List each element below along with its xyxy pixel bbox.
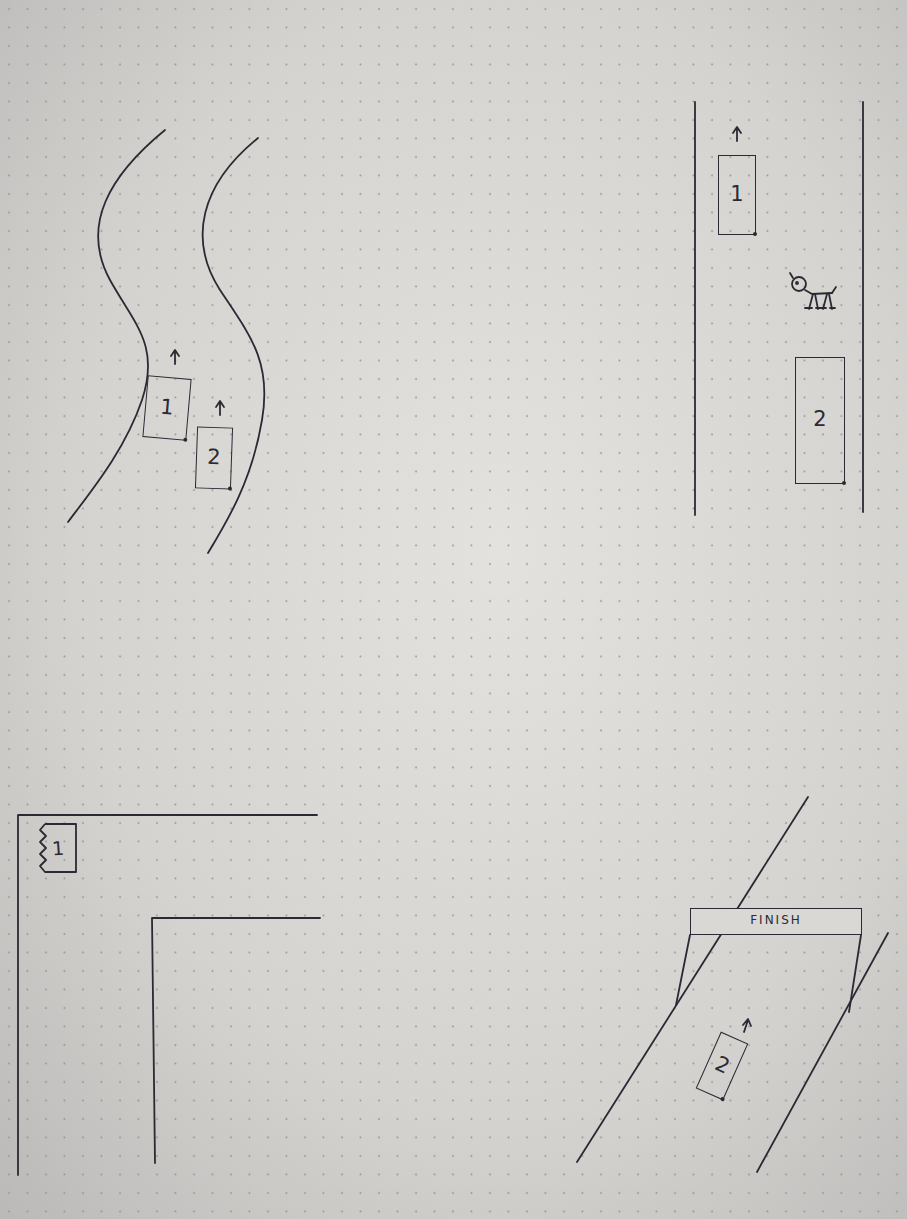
car-number: 2 — [711, 1053, 733, 1080]
wall-line — [152, 918, 320, 1163]
banner-text: FINISH — [750, 914, 802, 927]
car-number: 1 — [730, 183, 743, 206]
car-box: 2 — [195, 426, 233, 489]
car-box: 1 — [142, 375, 191, 441]
car-lamp — [842, 481, 846, 485]
road-edge — [694, 102, 696, 515]
banner-pole — [676, 935, 690, 1005]
car-number: 2 — [813, 408, 826, 431]
car-box: 2 — [696, 1032, 749, 1101]
road-edge — [577, 797, 808, 1162]
dog-figure — [790, 273, 836, 309]
direction-arrow — [743, 1019, 751, 1032]
car-box: 1 — [718, 155, 756, 235]
wall-line — [18, 815, 317, 1175]
road-edge — [862, 102, 864, 512]
crumpled-outline — [40, 824, 76, 872]
car-lamp — [753, 232, 757, 236]
car-box: 2 — [795, 357, 845, 484]
car-lamp — [228, 487, 232, 491]
crashed-car: 1 — [40, 824, 76, 872]
car-number: 1 — [51, 837, 65, 859]
direction-arrow — [733, 127, 741, 141]
road-edge — [757, 933, 888, 1172]
finish-banner: FINISH — [690, 908, 862, 935]
car-lamp — [183, 438, 187, 442]
direction-arrow — [171, 350, 179, 364]
car-number: 1 — [159, 396, 174, 420]
banner-pole — [849, 935, 861, 1012]
road-edge — [203, 138, 265, 553]
car-lamp — [720, 1096, 725, 1101]
dog-eye — [796, 282, 798, 284]
car-number: 2 — [207, 446, 221, 470]
road-edge — [68, 130, 165, 522]
direction-arrow — [216, 401, 224, 415]
